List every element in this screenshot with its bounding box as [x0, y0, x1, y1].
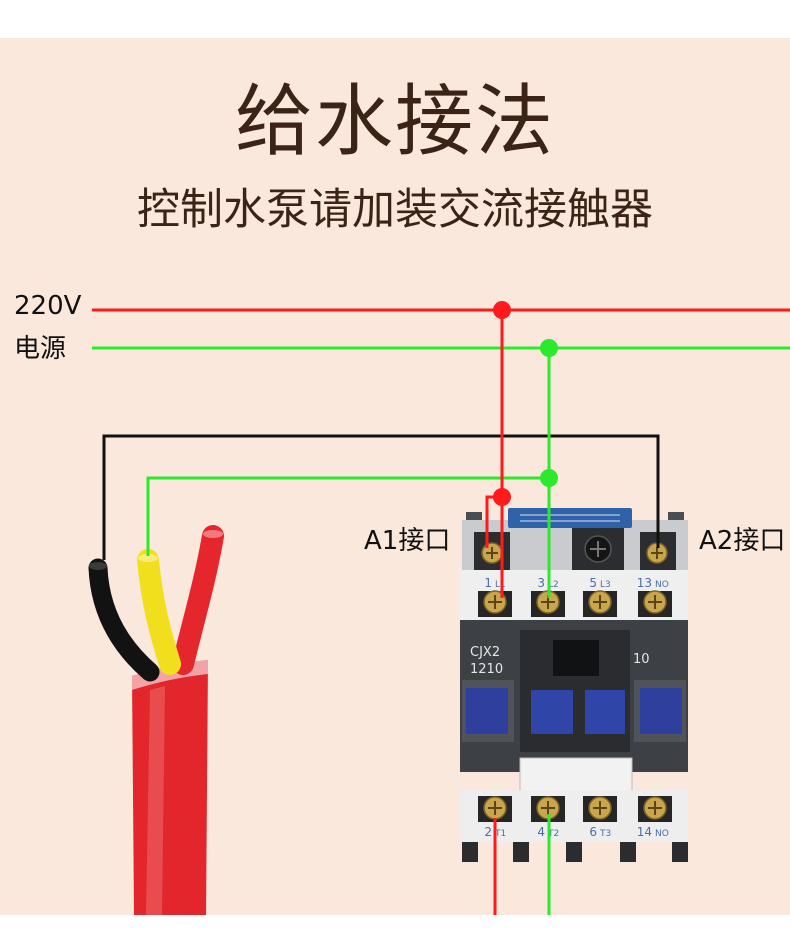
terminal-number: 6 — [589, 825, 597, 839]
contactor-leg — [620, 842, 636, 862]
bottom-terminal-T1 — [478, 796, 512, 822]
terminal-number: 3 — [537, 576, 545, 590]
aux-contact-code: 10 — [633, 652, 650, 667]
top-terminal-L2 — [531, 590, 565, 617]
bottom-terminal-14NO — [638, 796, 672, 822]
terminal-number: 14 — [637, 825, 652, 839]
live-branch-dot — [493, 488, 511, 506]
terminal-code: NO — [655, 580, 669, 590]
red-wire-end — [203, 530, 223, 538]
rating-number: 1210 — [470, 662, 503, 677]
blue-indicator — [585, 690, 625, 734]
cable-sheath-highlight — [146, 686, 165, 915]
top-terminal-13NO — [638, 590, 672, 617]
terminal-code: T3 — [599, 829, 611, 839]
contactor-leg — [462, 842, 478, 862]
terminal-code: L3 — [600, 580, 611, 590]
terminal-number: 1 — [484, 576, 492, 590]
neutral-branch-dot — [540, 469, 558, 487]
blue-indicator — [640, 688, 682, 734]
pump-cable — [88, 525, 224, 915]
bottom-terminal-T3 — [583, 796, 617, 822]
wiring-lines — [92, 308, 790, 915]
contactor-leg — [566, 842, 582, 862]
terminal-code: T2 — [547, 829, 559, 839]
top-terminal-L3 — [583, 590, 617, 617]
red-wire — [172, 525, 224, 675]
a1-interface-label: A1接口 — [364, 526, 451, 556]
terminal-number: 2 — [484, 825, 492, 839]
contactor-leg — [672, 842, 688, 862]
neutral-junction-dot — [540, 339, 558, 357]
terminal-code: L2 — [548, 580, 559, 590]
contactor-center-slot — [553, 640, 599, 676]
a2-interface-label: A2接口 — [699, 526, 786, 556]
model-number: CJX2 — [470, 645, 500, 660]
cable-sheath — [132, 660, 208, 915]
black-wire-end — [89, 562, 107, 570]
terminal-code: NO — [655, 829, 669, 839]
yellow-wire — [137, 549, 181, 675]
green-branch-to-pump — [146, 476, 549, 556]
ac-contactor: 1 L1 3 L2 5 L3 13 NO CJX2 1210 10 — [460, 508, 688, 862]
power-voltage-label: 220V — [14, 291, 82, 321]
terminal-code: L1 — [495, 580, 506, 590]
contactor-leg — [513, 842, 529, 862]
black-wire — [88, 558, 160, 682]
terminal-code: T1 — [494, 829, 506, 839]
page-subtitle: 控制水泵请加装交流接触器 — [137, 185, 653, 235]
blue-indicator — [466, 688, 508, 734]
blue-label — [508, 508, 632, 528]
live-junction-dot — [493, 301, 511, 319]
terminal-number: 4 — [537, 825, 545, 839]
top-terminal-L1 — [478, 590, 512, 617]
center-screw — [584, 535, 612, 563]
blue-indicator — [531, 690, 573, 734]
yellow-wire-end — [138, 554, 158, 562]
terminal-number: 5 — [589, 576, 597, 590]
page-title: 给水接法 — [234, 77, 555, 167]
a1-screw — [481, 542, 503, 564]
terminal-number: 13 — [637, 576, 652, 590]
black-control-line — [102, 434, 660, 560]
power-source-label: 电源 — [14, 334, 67, 364]
